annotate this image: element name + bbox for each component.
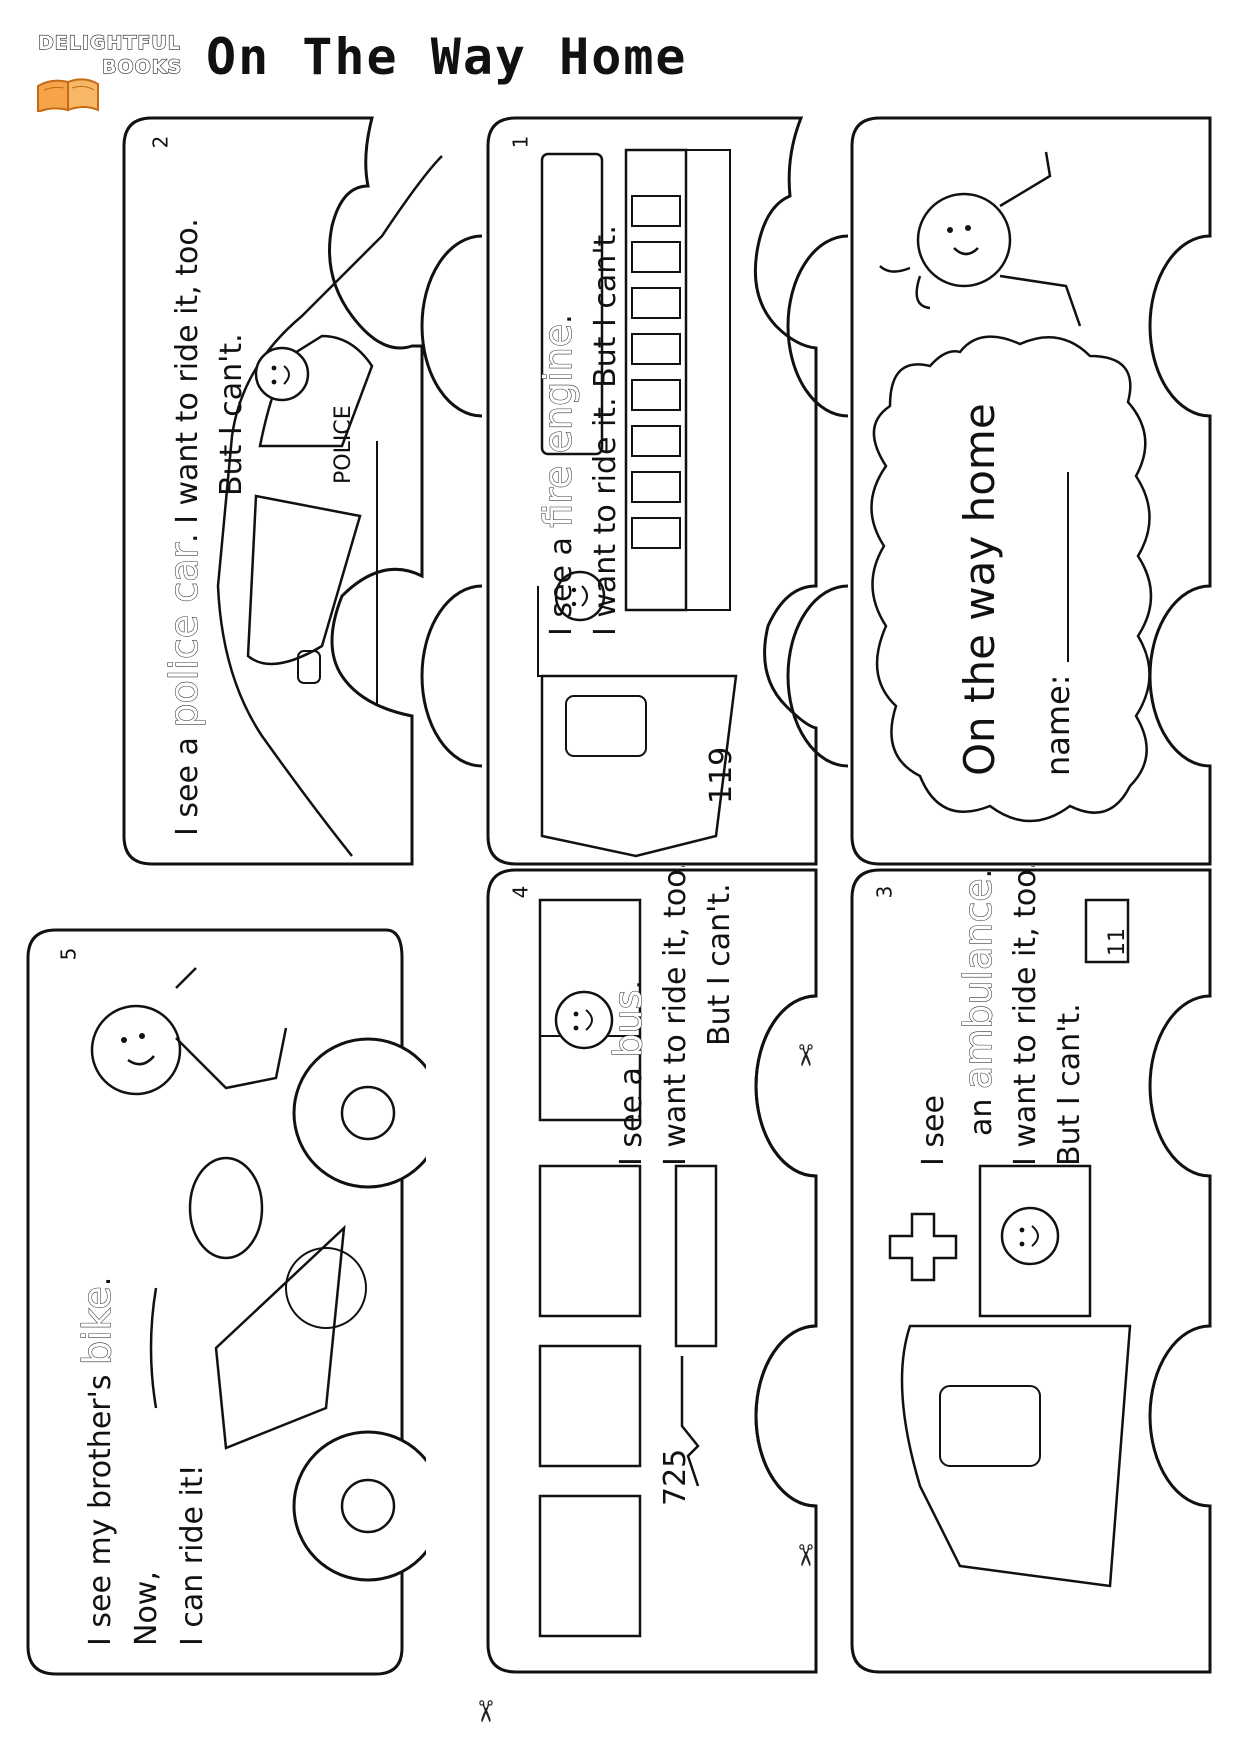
- panel-page-2-police-car: I see a police car. I want to ride it, t…: [122, 116, 486, 866]
- smiley-face-icon: [916, 192, 1012, 288]
- police-label: POLICE: [331, 405, 356, 484]
- page-2-text: I see a police car. I want to ride it, t…: [161, 218, 249, 836]
- smiley-face-icon: [254, 346, 310, 402]
- vehicle-word: police car: [161, 542, 206, 728]
- smiley-face-icon: [1000, 1206, 1060, 1266]
- book-icon: [37, 78, 99, 114]
- vehicle-word: bike: [74, 1286, 119, 1366]
- smiley-face-icon: [554, 990, 614, 1050]
- logo-text-line1: DELIGHTFUL: [37, 31, 181, 54]
- page-number-3: 3: [872, 885, 897, 899]
- page-number-4: 4: [508, 885, 533, 899]
- delightful-books-logo: DELIGHTFUL BOOKS: [34, 30, 194, 114]
- page-3-text: I see an ambulance. I want to ride it, t…: [916, 866, 1087, 1166]
- logo-text-line2: BOOKS: [101, 55, 183, 78]
- page-1-text: I see a fire engine. I want to ride it. …: [535, 225, 623, 636]
- ambulance-number: 11: [1105, 928, 1130, 956]
- scissors-icon: ✂: [787, 1042, 823, 1069]
- panel-page-5-bike: I see my brother's bike. Now, I can ride…: [26, 928, 426, 1676]
- bus-number: 725: [658, 1448, 693, 1506]
- panel-page-1-fire-engine: I see a fire engine. I want to ride it. …: [486, 116, 850, 866]
- scissors-icon: ✂: [467, 1698, 503, 1725]
- page-number-1: 1: [508, 135, 533, 149]
- smiley-face-icon: [554, 570, 606, 622]
- panel-page-4-bus: I see a bus. I want to ride it, too. But…: [486, 866, 850, 1676]
- page-number-2: 2: [148, 135, 173, 149]
- page-number-5: 5: [56, 947, 81, 961]
- panel-cover: On the way home name:: [850, 116, 1214, 866]
- vehicle-word: fire engine: [535, 323, 580, 528]
- fire-engine-number: 119: [704, 746, 739, 804]
- smiley-face-icon: [90, 1004, 182, 1096]
- vehicle-word: bus: [605, 989, 650, 1058]
- name-field[interactable]: name:: [1036, 472, 1080, 776]
- page-title: On The Way Home: [206, 28, 688, 86]
- panel-page-3-ambulance: I see an ambulance. I want to ride it, t…: [850, 866, 1214, 1676]
- cover-title: On the way home: [955, 403, 1004, 776]
- page-4-text: I see a bus. I want to ride it, too. But…: [605, 866, 737, 1166]
- scissors-icon: ✂: [787, 1542, 823, 1569]
- vehicle-word: ambulance: [955, 878, 1000, 1090]
- page-5-text: I see my brother's bike. Now, I can ride…: [74, 1276, 210, 1646]
